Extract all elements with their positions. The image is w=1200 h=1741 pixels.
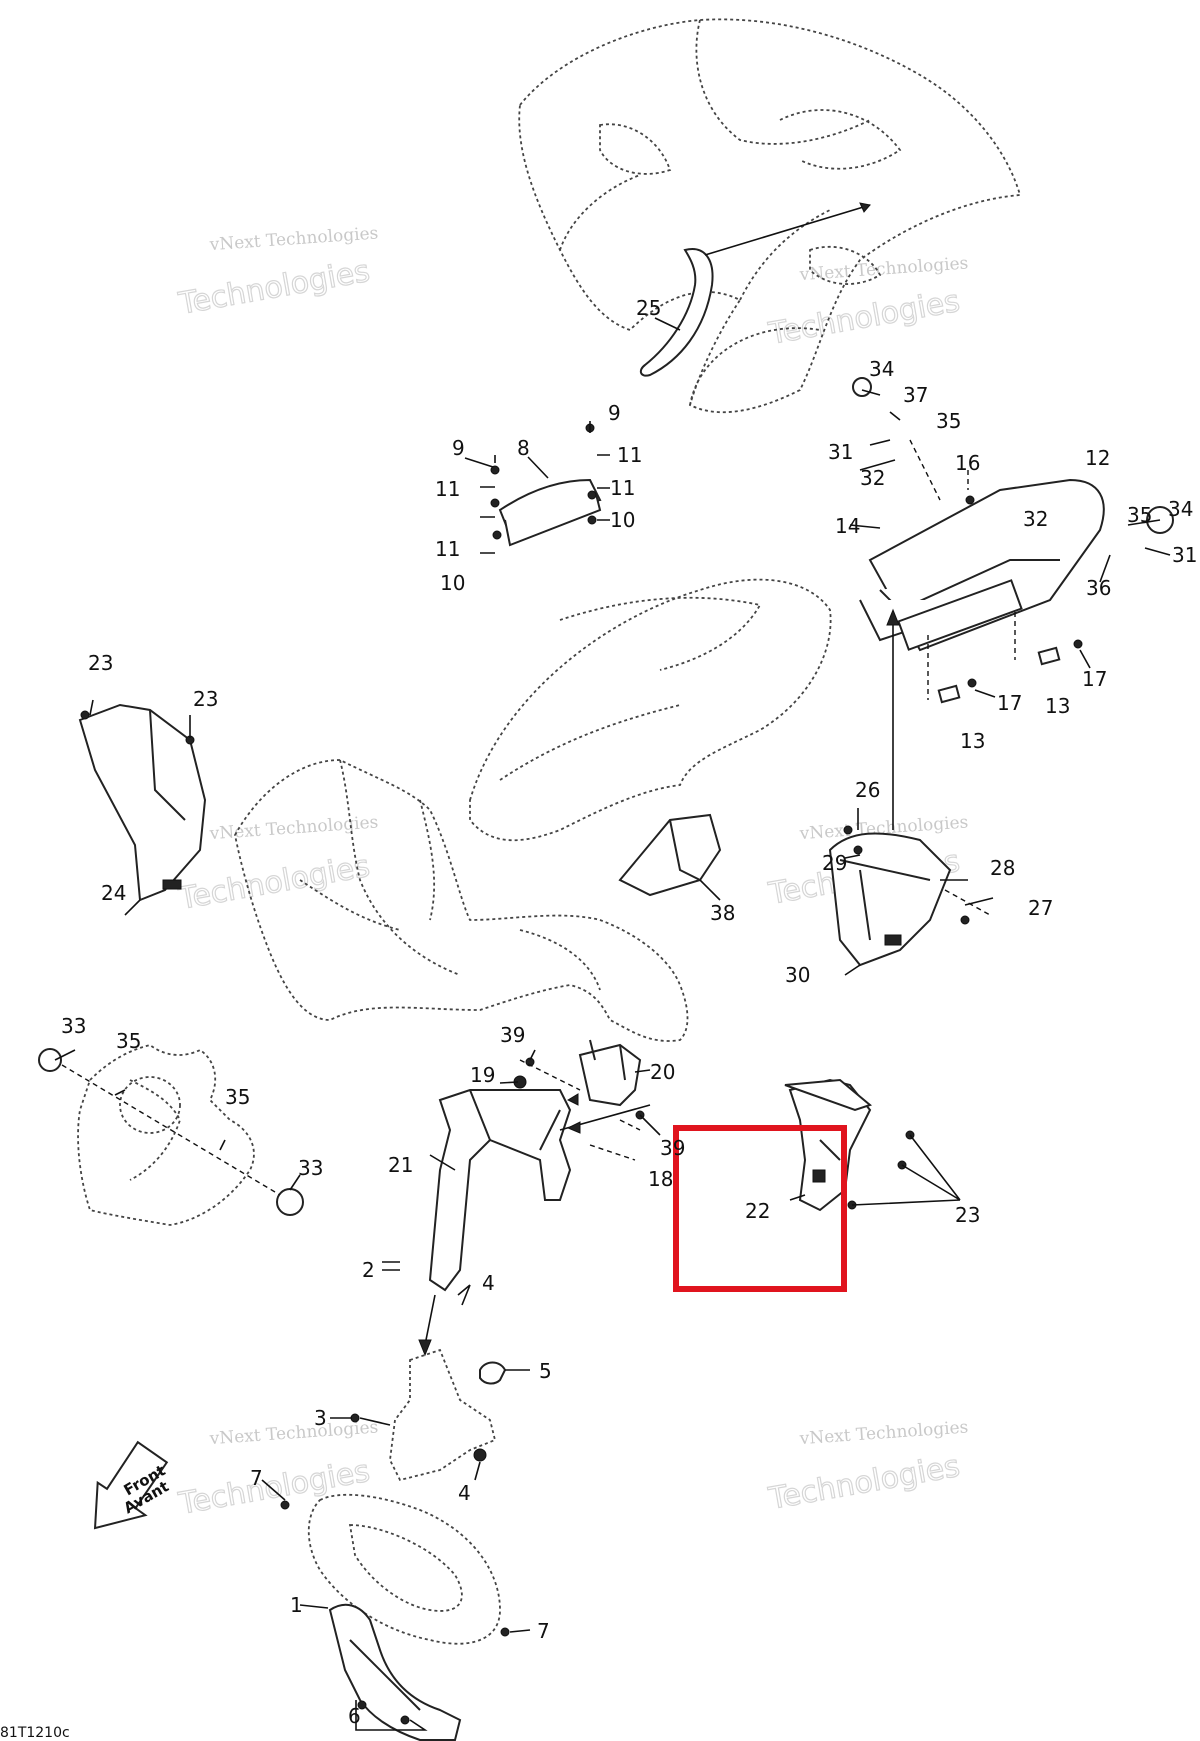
callout-32: 32 bbox=[860, 466, 885, 490]
callout-12: 12 bbox=[1085, 446, 1110, 470]
callout-19: 19 bbox=[470, 1063, 495, 1087]
lower-bumper-drawing bbox=[280, 1294, 510, 1645]
callout-32: 32 bbox=[1023, 507, 1048, 531]
callout-11: 11 bbox=[610, 476, 635, 500]
watermark-text: Technologies bbox=[176, 254, 373, 322]
callout-39: 39 bbox=[500, 1023, 525, 1047]
callout-29: 29 bbox=[822, 851, 847, 875]
callout-33: 33 bbox=[61, 1014, 86, 1038]
part-12-rear-rack bbox=[852, 377, 1174, 652]
watermark-text: vNext Technologies bbox=[798, 253, 969, 285]
highlight-box bbox=[673, 1125, 847, 1292]
part-24-side-panel bbox=[78, 703, 207, 902]
watermark-bottom-right: vNext Technologies Technologies bbox=[765, 1417, 969, 1517]
callout-11: 11 bbox=[435, 537, 460, 561]
watermark-text: vNext Technologies bbox=[798, 1417, 969, 1449]
watermark-top-right: vNext Technologies Technologies bbox=[765, 253, 969, 352]
callout-11: 11 bbox=[435, 477, 460, 501]
callout-14: 14 bbox=[835, 514, 860, 538]
callout-13: 13 bbox=[960, 729, 985, 753]
callout-22: 22 bbox=[745, 1199, 770, 1223]
watermark-text: vNext Technologies bbox=[208, 223, 379, 255]
callout-5: 5 bbox=[539, 1359, 552, 1383]
callout-35: 35 bbox=[936, 409, 961, 433]
watermark-mid-left: vNext Technologies Technologies bbox=[175, 812, 379, 917]
callout-35: 35 bbox=[116, 1029, 141, 1053]
callout-23: 23 bbox=[955, 1203, 980, 1227]
callout-9: 9 bbox=[608, 401, 621, 425]
callout-34: 34 bbox=[869, 357, 894, 381]
callout-30: 30 bbox=[785, 963, 810, 987]
callout-35: 35 bbox=[225, 1085, 250, 1109]
part-1-skid-plate bbox=[328, 1603, 462, 1741]
watermark-top-left: vNext Technologies Technologies bbox=[175, 223, 379, 322]
watermark-text: Technologies bbox=[766, 284, 963, 352]
callout-21: 21 bbox=[388, 1153, 413, 1177]
callout-31: 31 bbox=[828, 440, 853, 464]
callout-35: 35 bbox=[1127, 503, 1152, 527]
callout-6: 6 bbox=[348, 1704, 361, 1728]
callout-17: 17 bbox=[997, 691, 1022, 715]
callout-39: 39 bbox=[660, 1136, 685, 1160]
leader-lines bbox=[54, 317, 1171, 1731]
callout-10: 10 bbox=[610, 508, 635, 532]
front-direction-arrow: Front Avant bbox=[93, 1440, 172, 1530]
callout-labels: 25 9 8 9 11 11 11 11 10 10 34 37 35 31 3… bbox=[61, 296, 1197, 1728]
callout-16: 16 bbox=[955, 451, 980, 475]
callout-13: 13 bbox=[1045, 694, 1070, 718]
callout-9: 9 bbox=[452, 436, 465, 460]
callout-4: 4 bbox=[482, 1271, 495, 1295]
callout-8: 8 bbox=[517, 436, 530, 460]
callout-20: 20 bbox=[650, 1060, 675, 1084]
part-38-bracket bbox=[618, 813, 722, 901]
callout-7: 7 bbox=[537, 1619, 550, 1643]
callout-28: 28 bbox=[990, 856, 1015, 880]
callout-34: 34 bbox=[1168, 497, 1193, 521]
part-20-bracket bbox=[513, 1039, 645, 1120]
callout-1: 1 bbox=[290, 1593, 303, 1617]
parts-13-17-clips bbox=[937, 639, 1083, 704]
callout-31: 31 bbox=[1172, 543, 1197, 567]
part-21-frame-bar bbox=[428, 1089, 651, 1292]
callout-4: 4 bbox=[458, 1481, 471, 1505]
watermark-bottom-left: vNext Technologies Technologies bbox=[175, 1417, 379, 1522]
part-30-panel bbox=[828, 825, 970, 967]
part-25-trim-strip bbox=[639, 202, 871, 377]
callout-25: 25 bbox=[636, 296, 661, 320]
callout-17: 17 bbox=[1082, 667, 1107, 691]
part-8-bracket bbox=[490, 423, 602, 547]
callout-26: 26 bbox=[855, 778, 880, 802]
callout-37: 37 bbox=[903, 383, 928, 407]
watermark-text: Technologies bbox=[766, 1449, 963, 1517]
callout-11: 11 bbox=[617, 443, 642, 467]
watermark-text: Technologies bbox=[176, 1454, 373, 1522]
callout-2: 2 bbox=[362, 1258, 375, 1282]
front-grille-drawing bbox=[38, 1044, 304, 1226]
callout-33: 33 bbox=[298, 1156, 323, 1180]
rack-mount-arrow bbox=[886, 608, 900, 830]
callout-38: 38 bbox=[710, 901, 735, 925]
callout-10: 10 bbox=[440, 571, 465, 595]
callout-23: 23 bbox=[193, 687, 218, 711]
callout-3: 3 bbox=[314, 1406, 327, 1430]
image-code: 81T1210c bbox=[0, 1725, 70, 1741]
callout-24: 24 bbox=[101, 881, 126, 905]
callout-18: 18 bbox=[648, 1167, 673, 1191]
rear-fender-drawing bbox=[518, 18, 1022, 414]
callout-27: 27 bbox=[1028, 896, 1053, 920]
watermark-text: vNext Technologies bbox=[208, 1417, 379, 1449]
callout-7: 7 bbox=[250, 1466, 263, 1490]
callout-36: 36 bbox=[1086, 576, 1111, 600]
part-22-mud-guard bbox=[784, 1078, 961, 1212]
callout-23: 23 bbox=[88, 651, 113, 675]
rear-fender-body-drawing bbox=[469, 578, 832, 842]
front-fender-drawing bbox=[234, 759, 689, 1042]
